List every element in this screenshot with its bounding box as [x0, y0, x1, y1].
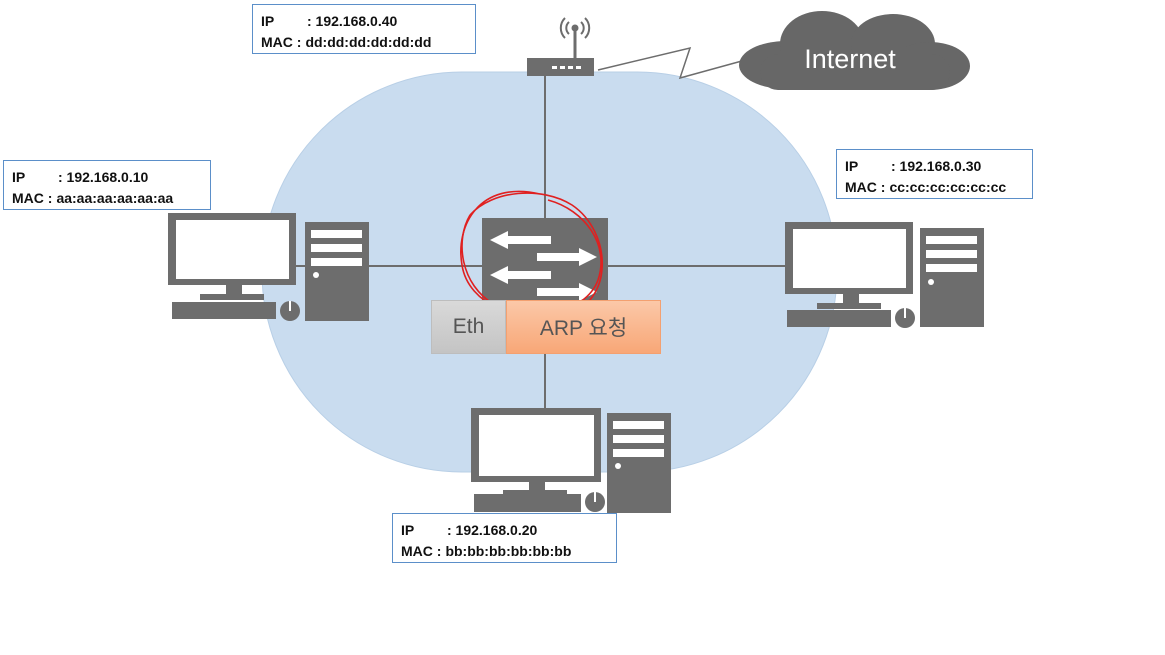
mac-value: cc:cc:cc:cc:cc:cc — [889, 179, 1007, 195]
ip-label: IP — [845, 158, 859, 174]
mac-label: MAC : — [401, 543, 442, 559]
host-b-address-box: IP : 192.168.0.20 MAC :bb:bb:bb:bb:bb:bb — [392, 513, 617, 563]
computer-icon — [785, 222, 984, 328]
ip-value: : 192.168.0.20 — [447, 522, 538, 538]
mac-value: aa:aa:aa:aa:aa:aa — [56, 190, 174, 206]
frame-eth-header: Eth — [431, 300, 506, 354]
ip-value: : 192.168.0.30 — [891, 158, 982, 174]
ip-value: : 192.168.0.10 — [58, 169, 149, 185]
cloud-icon — [739, 11, 970, 90]
router-icon — [527, 17, 594, 76]
internet-link — [597, 46, 761, 80]
mac-label: MAC : — [261, 34, 302, 50]
internet-label: Internet — [804, 44, 896, 74]
host-c-address-box: IP : 192.168.0.30 MAC :cc:cc:cc:cc:cc:cc — [836, 149, 1033, 199]
mac-label: MAC : — [845, 179, 886, 195]
mac-value: bb:bb:bb:bb:bb:bb — [445, 543, 572, 559]
frame-arp-payload: ARP 요청 — [506, 300, 661, 354]
ip-value: : 192.168.0.40 — [307, 13, 398, 29]
mac-label: MAC : — [12, 190, 53, 206]
switch-icon — [482, 218, 608, 301]
host-a-address-box: IP : 192.168.0.10 MAC :aa:aa:aa:aa:aa:aa — [3, 160, 211, 210]
computer-icon — [168, 213, 369, 321]
ip-label: IP — [12, 169, 26, 185]
router-address-box: IP : 192.168.0.40 MAC :dd:dd:dd:dd:dd:dd — [252, 4, 476, 54]
ip-label: IP — [261, 13, 275, 29]
ip-label: IP — [401, 522, 415, 538]
computer-icon — [471, 408, 671, 513]
mac-value: dd:dd:dd:dd:dd:dd — [305, 34, 432, 50]
